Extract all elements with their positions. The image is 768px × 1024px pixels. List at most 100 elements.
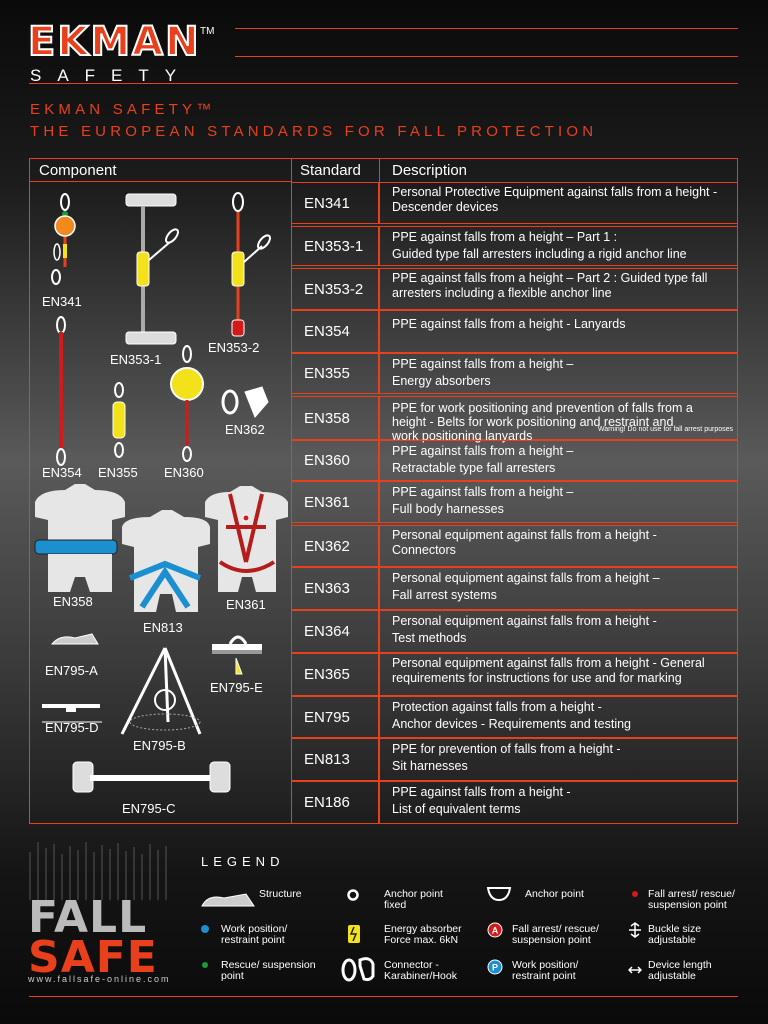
footer-rule (29, 996, 738, 997)
component-label: EN362 (225, 422, 265, 437)
buckle-adjust-icon (629, 922, 641, 938)
description-cell: PPE against falls from a height – Part 2… (379, 268, 738, 310)
rope-lines-graphic (29, 842, 167, 900)
column-divider (379, 158, 380, 182)
anchor-point-icon (486, 887, 512, 902)
component-label: EN353-2 (208, 340, 260, 355)
desc-line: PPE against falls from a height – (392, 357, 574, 371)
desc-line: Personal equipment against falls from a … (392, 571, 660, 585)
legend-label: Fall arrest/ rescue/suspension point (648, 889, 735, 911)
component-label: EN795-A (45, 663, 98, 678)
connector-karabiner-icon (341, 957, 375, 982)
work-positioning-belt-icon (34, 484, 125, 592)
legend-label-line: adjustable (648, 970, 696, 982)
standard-cell: EN795 (291, 696, 379, 738)
description-cell: PPE for prevention of falls from a heigh… (379, 738, 738, 781)
lanyard-icon (56, 316, 66, 466)
standard-cell: EN362 (291, 525, 379, 567)
legend-label-line: restraint point (221, 934, 285, 946)
desc-line: PPE for work positioning and prevention … (392, 401, 693, 415)
description-cell: PPE against falls from a height - Lanyar… (379, 310, 738, 353)
header-rule (235, 28, 738, 29)
device-length-adjust-icon (628, 966, 642, 974)
legend-label-line: Anchor point (384, 888, 443, 900)
legend-label-line: restraint point (512, 970, 576, 982)
component-label: EN358 (53, 594, 93, 609)
header-rule (29, 83, 738, 84)
desc-line: Guided type fall arresters including a r… (392, 247, 687, 261)
legend-label: Work position/restraint point (512, 960, 578, 982)
description-cell: Personal Protective Equipment against fa… (379, 182, 738, 224)
descender-icon (51, 193, 76, 285)
desc-line: PPE against falls from a height – Part 1… (392, 230, 618, 244)
component-label: EN355 (98, 465, 138, 480)
desc-line: Personal equipment against falls from a … (392, 656, 705, 670)
legend-label-line: Karabiner/Hook (384, 970, 457, 982)
logo-word-fall: FALL (28, 892, 148, 943)
desc-line: PPE against falls from a height – (392, 485, 574, 499)
desc-line: Personal Protective Equipment against fa… (392, 185, 718, 199)
work-position-dot-icon (201, 925, 209, 933)
standard-cell: EN813 (291, 738, 379, 781)
description-cell: Personal equipment against falls from a … (379, 653, 738, 696)
desc-line: requirements for instructions for use an… (392, 671, 682, 685)
desc-line: Connectors (392, 543, 456, 557)
standard-cell: EN341 (291, 182, 379, 224)
desc-line: PPE against falls from a height - Lanyar… (392, 317, 626, 331)
description-cell: Personal equipment against falls from a … (379, 567, 738, 610)
component-label: EN353-1 (110, 352, 162, 367)
rigid-anchor-line-icon (125, 193, 179, 345)
desc-line: PPE for prevention of falls from a heigh… (392, 742, 621, 756)
component-label: EN360 (164, 465, 204, 480)
trademark: TM (200, 26, 215, 37)
standard-cell: EN364 (291, 610, 379, 653)
component-label: EN813 (143, 620, 183, 635)
website-link[interactable]: www.fallsafe-online.com (28, 974, 171, 984)
legend-label-line: fixed (384, 899, 407, 911)
standard-cell: EN361 (291, 481, 379, 523)
logo-word-safe: SAFE (28, 932, 158, 983)
structure-icon (50, 633, 99, 645)
legend-label-line: Rescue/ suspension (221, 959, 316, 971)
energy-absorber-icon (112, 382, 126, 458)
legend-label: Fall arrest/ rescue/suspension point (512, 924, 599, 946)
desc-line: Personal equipment against falls from a … (392, 614, 657, 628)
legend-label-line: suspension point (648, 899, 727, 911)
description-cell: Personal equipment against falls from a … (379, 610, 738, 653)
fallsafe-logo: FALL SAFE www.fallsafe-online.com (28, 842, 178, 992)
structure-icon (201, 893, 255, 907)
logo-wordmark: EKMAN (27, 19, 201, 65)
logo-subtitle: SAFETY (30, 66, 193, 85)
legend-label-line: Force max. 6kN (384, 934, 459, 946)
component-illustrations (34, 192, 288, 793)
desc-line: Fall arrest systems (392, 588, 497, 602)
component-label: EN795-E (210, 680, 263, 695)
legend-label-line: Connector - (384, 959, 439, 971)
description-cell: PPE for work positioning and prevention … (379, 396, 738, 443)
header-rule (235, 56, 738, 57)
legend-label-line: Fall arrest/ rescue/ (648, 888, 735, 900)
desc-line: work positioning lanyards (392, 429, 533, 443)
anchor-beam-icon (72, 761, 231, 793)
description-cell: PPE against falls from a height –Retract… (379, 440, 738, 481)
legend-label-line: Fall arrest/ rescue/ (512, 923, 599, 935)
component-label: EN361 (226, 597, 266, 612)
anchor-plate-icon (42, 704, 102, 723)
standard-cell: EN363 (291, 567, 379, 610)
legend-label-line: point (221, 970, 244, 982)
component-label: EN795-C (122, 801, 176, 816)
standard-cell: EN186 (291, 781, 379, 824)
standard-cell: EN354 (291, 310, 379, 353)
standard-cell: EN360 (291, 440, 379, 481)
desc-line: height - Belts for work positioning and … (392, 415, 674, 429)
connector-icon (221, 386, 269, 418)
legend-label: Connector -Karabiner/Hook (384, 960, 457, 982)
svg-text:P: P (492, 963, 498, 973)
anchor-device-icon (212, 635, 262, 675)
legend-title: LEGEND (201, 854, 285, 869)
desc-line: Anchor devices - Requirements and testin… (392, 717, 632, 731)
